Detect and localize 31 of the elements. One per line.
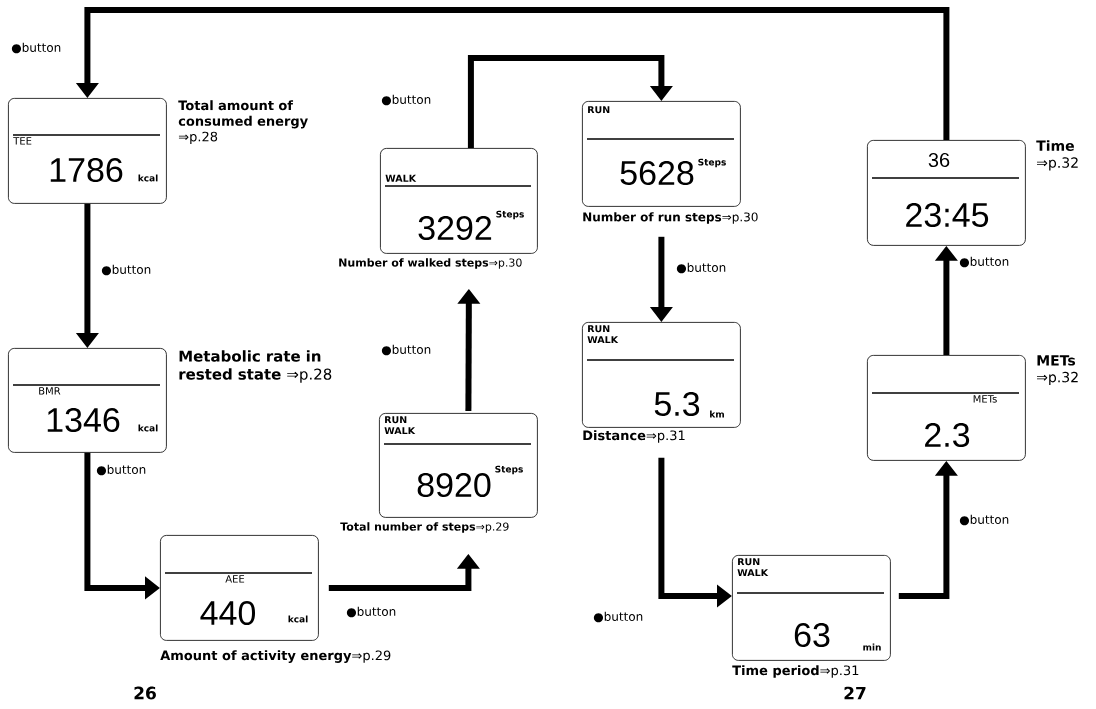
edge-label: ●button	[675, 261, 728, 275]
lcd-screen: 36 23:45	[867, 140, 1026, 246]
edge-label: ●button	[380, 93, 433, 107]
edge-label: ●button	[95, 463, 148, 477]
edge-label: ●button	[345, 605, 398, 619]
node-label: Time ⇒p.32	[1036, 140, 1078, 171]
page-number: 27	[844, 686, 866, 700]
edge-label: ●button	[10, 41, 63, 55]
node-label: Number of run steps⇒p.30	[583, 212, 758, 224]
node-label: Amount of activity energy⇒p.29	[160, 650, 391, 663]
node-label: Total number of steps⇒p.29	[340, 522, 509, 533]
node-label: Metabolic rate in rested state ⇒p.28	[179, 350, 332, 383]
edge-label: ●button	[958, 513, 1011, 527]
lcd-screen: TEE 1786 kcal	[8, 98, 167, 204]
node-label: Total amount of consumed energy ⇒p.28	[178, 100, 308, 144]
arrow	[467, 55, 673, 148]
edge-label: ●button	[380, 343, 433, 357]
lcd-screen: RUN WALK 63 min	[732, 555, 891, 661]
lcd-screen: RUN WALK 8920 Steps	[379, 413, 538, 518]
lcd-screen: BMR 1346 kcal	[8, 348, 167, 453]
node-label: METs ⇒p.32	[1037, 355, 1078, 386]
edge-label: ●button	[592, 610, 645, 624]
lcd-screen: AEE 440 kcal	[160, 535, 319, 641]
edge-label: ●button	[100, 263, 153, 277]
page-number: 26	[134, 686, 156, 700]
lcd-screen: METs 2.3	[867, 355, 1026, 461]
node-label: Number of walked steps⇒p.30	[339, 258, 522, 269]
lcd-screen: RUN WALK 5.3 km	[582, 322, 741, 428]
edge-label: ●button	[958, 255, 1011, 269]
node-label: Distance⇒p.31	[583, 430, 685, 443]
node-label: Time period⇒p.31	[732, 665, 859, 678]
